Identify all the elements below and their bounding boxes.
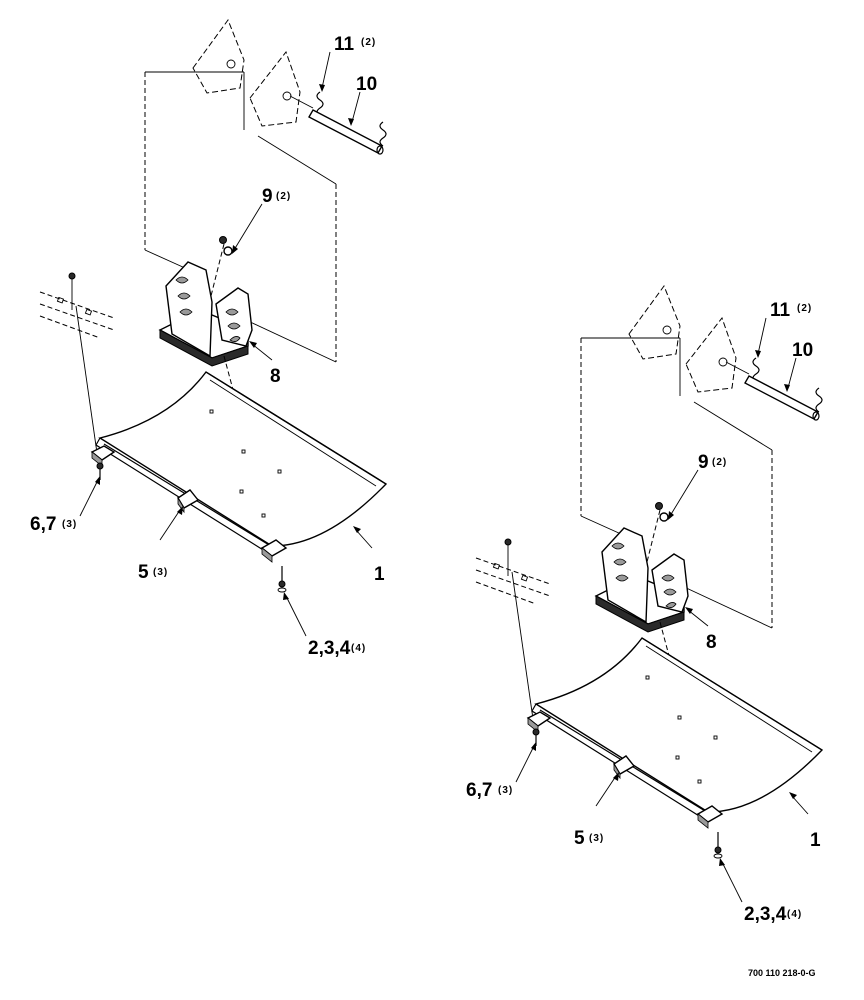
callout-1: 1 bbox=[810, 830, 821, 851]
assembly-view-upper: 11(2) 10 9(2) 8 6,7(3) 5(3) 1 2,3,4(4) bbox=[30, 18, 388, 659]
svg-text:10: 10 bbox=[356, 74, 377, 95]
phantom-mount-plates bbox=[192, 18, 301, 127]
svg-text:(4): (4) bbox=[351, 643, 366, 654]
callout-1: 1 bbox=[374, 564, 385, 585]
clip-bolt-icon bbox=[90, 445, 116, 480]
svg-text:(2): (2) bbox=[797, 303, 812, 314]
callout-5: 5 (3) bbox=[574, 828, 604, 849]
callout-5: 5 (3) bbox=[138, 562, 168, 583]
skid-shoe-icon bbox=[95, 371, 388, 554]
svg-text:9: 9 bbox=[262, 186, 273, 207]
svg-text:(2): (2) bbox=[361, 37, 376, 48]
callout-11: 11 (2) bbox=[334, 34, 376, 55]
assembly-view-lower: 11(2) 10 9(2) 8 6,7(3) 5(3) 1 2,3,4(4) bbox=[466, 284, 824, 925]
svg-text:6,7: 6,7 bbox=[466, 780, 492, 801]
alignment-lines bbox=[580, 337, 773, 629]
nut-washer-icon bbox=[645, 502, 669, 567]
frame-member-phantom bbox=[39, 272, 115, 461]
callout-6-7: 6,7 (3) bbox=[30, 514, 77, 535]
callout-2-3-4: 2,3,4(4) bbox=[744, 904, 802, 925]
callout-8: 8 bbox=[270, 366, 281, 387]
callout-8: 8 bbox=[706, 632, 717, 653]
svg-text:5: 5 bbox=[138, 562, 149, 583]
callout-6-7: 6,7 (3) bbox=[466, 780, 513, 801]
svg-text:1: 1 bbox=[374, 564, 385, 585]
leader-arrows bbox=[79, 51, 373, 637]
pin-icon bbox=[308, 109, 384, 155]
svg-text:8: 8 bbox=[706, 632, 717, 653]
svg-text:2,3,4: 2,3,4 bbox=[744, 904, 787, 925]
callout-11: 11 (2) bbox=[770, 300, 812, 321]
callout-10: 10 bbox=[792, 340, 813, 361]
svg-text:2,3,4: 2,3,4 bbox=[308, 638, 351, 659]
frame-member-phantom bbox=[475, 538, 551, 727]
svg-text:6,7: 6,7 bbox=[30, 514, 56, 535]
callout-10: 10 bbox=[356, 74, 377, 95]
svg-text:(3): (3) bbox=[498, 785, 513, 796]
clip-bolt-icon bbox=[526, 711, 552, 746]
svg-text:(3): (3) bbox=[62, 519, 77, 530]
svg-text:(3): (3) bbox=[589, 833, 604, 844]
skid-shoe-icon bbox=[531, 637, 824, 820]
standoff-bracket-icon bbox=[594, 527, 689, 633]
svg-text:11: 11 bbox=[770, 300, 791, 321]
bolt-washer-icon bbox=[696, 805, 724, 859]
svg-text:10: 10 bbox=[792, 340, 813, 361]
phantom-mount-plates bbox=[628, 284, 737, 393]
svg-text:(2): (2) bbox=[276, 191, 291, 202]
callout-2-3-4: 2,3,4(4) bbox=[308, 638, 366, 659]
svg-text:1: 1 bbox=[810, 830, 821, 851]
svg-text:(4): (4) bbox=[787, 909, 802, 920]
alignment-lines bbox=[144, 71, 337, 363]
nut-washer-icon bbox=[209, 236, 233, 301]
svg-text:(2): (2) bbox=[712, 457, 727, 468]
drawing-number: 700 110 218-0-G bbox=[748, 968, 816, 978]
leader-arrows bbox=[515, 317, 809, 903]
svg-text:5: 5 bbox=[574, 828, 585, 849]
callout-9: 9(2) bbox=[262, 186, 291, 207]
bolt-washer-icon bbox=[260, 539, 288, 593]
svg-text:9: 9 bbox=[698, 452, 709, 473]
svg-text:8: 8 bbox=[270, 366, 281, 387]
pin-icon bbox=[744, 375, 820, 421]
svg-text:11: 11 bbox=[334, 34, 355, 55]
standoff-bracket-icon bbox=[158, 261, 253, 367]
svg-text:(3): (3) bbox=[153, 567, 168, 578]
callout-9: 9(2) bbox=[698, 452, 727, 473]
